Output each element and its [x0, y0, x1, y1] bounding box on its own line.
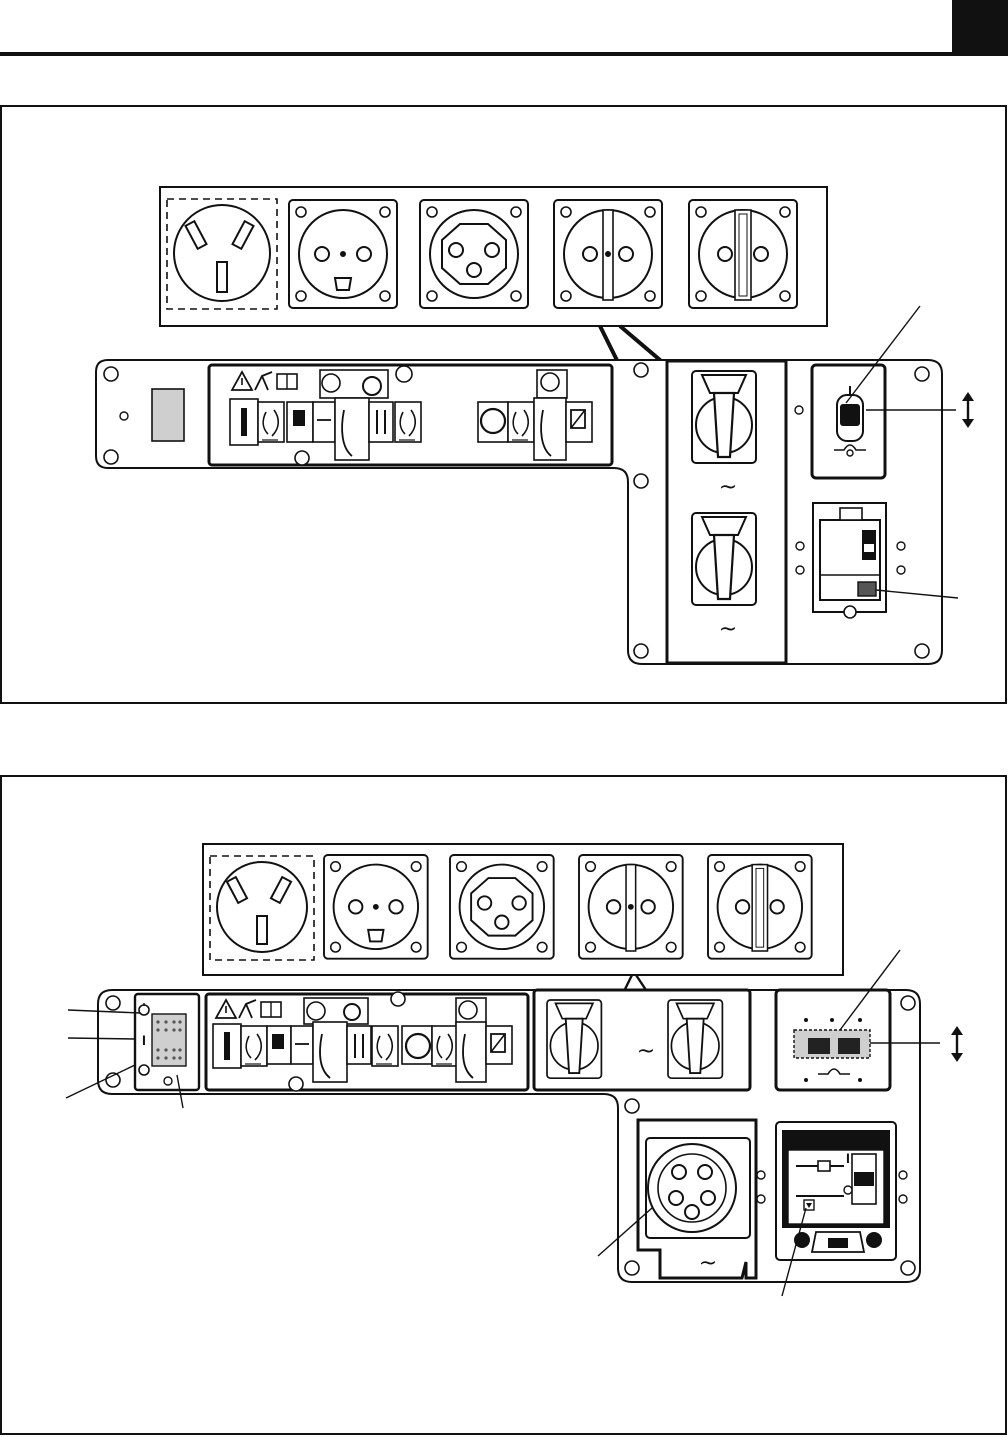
indicator-window [152, 389, 184, 441]
bottom-socket-variants [203, 844, 843, 975]
bottom-outlet-panel: ~ [534, 990, 750, 1090]
header-rule [0, 52, 952, 56]
schuko-socket-icon [689, 200, 797, 308]
schuko-outlet-icon [668, 1000, 722, 1078]
switch-mark: I [142, 1032, 146, 1048]
up-down-arrow-icon [962, 392, 974, 428]
schuko-outlet-icon [692, 371, 756, 463]
schuko-outlet-icon [547, 1000, 601, 1078]
french-socket-icon [554, 200, 662, 308]
ac-symbol: ~ [699, 1251, 717, 1276]
swiss-socket-icon [420, 200, 528, 308]
bottom-circuit-breaker: I [776, 1122, 896, 1260]
bottom-switch-module: I [135, 994, 199, 1090]
ac-symbol: ~ [719, 617, 737, 642]
top-socket-variants [160, 187, 827, 326]
breaker-mark: I [846, 1150, 850, 1166]
ac-symbol: ~ [719, 475, 737, 500]
ac-symbol: ~ [637, 1039, 655, 1064]
header-tab [952, 0, 1008, 56]
up-down-arrow-icon [951, 1026, 963, 1062]
swiss-socket-icon [450, 855, 554, 959]
top-label-plate [209, 365, 612, 465]
top-outlet-panel: ~ ~ [667, 361, 786, 663]
french-socket-icon [579, 855, 683, 959]
round-3pin-socket-icon [324, 855, 428, 959]
bottom-rocker-breaker [776, 990, 890, 1090]
round-3pin-socket-icon [289, 200, 397, 308]
schuko-outlet-icon [692, 513, 756, 605]
bottom-label-plate [206, 992, 528, 1091]
schuko-socket-icon [708, 855, 812, 959]
